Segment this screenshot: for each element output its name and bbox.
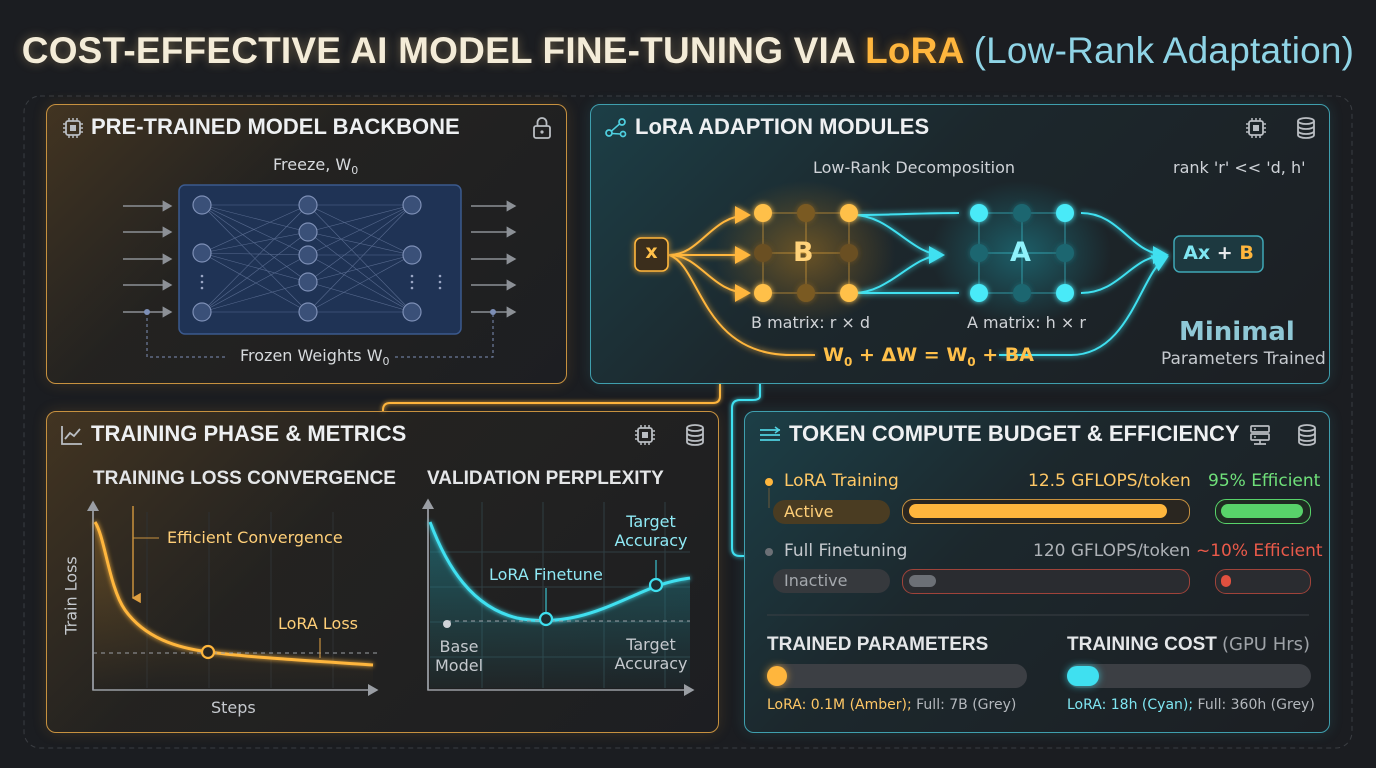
lora-modules-title: LoRA ADAPTION MODULES xyxy=(635,114,930,139)
loss-xlabel: Steps xyxy=(211,698,256,717)
lora-flow-diagram xyxy=(634,181,1264,356)
matrix-b-label: B xyxy=(793,237,814,268)
input-x: x xyxy=(645,241,658,263)
database-icon xyxy=(1298,424,1316,446)
row-lora-flops: 12.5 GFLOPS/token xyxy=(1028,471,1191,491)
title-main: COST-EFFECTIVE AI MODEL FINE-TUNING VIA xyxy=(21,30,855,71)
full-efficiency-bar xyxy=(1215,569,1311,594)
lora-finetune-marker xyxy=(538,611,554,627)
matrix-a-label: A xyxy=(1010,237,1031,268)
budget-panel: TOKEN COMPUTE BUDGET & EFFICIENCY LoRA T… xyxy=(744,411,1330,733)
training-cost-fill xyxy=(1067,666,1099,686)
trained-params-caption: LoRA: 0.1M (Amber); Full: 7B (Grey) xyxy=(767,697,1017,713)
budget-title: TOKEN COMPUTE BUDGET & EFFICIENCY xyxy=(789,421,1240,446)
trained-params-title: TRAINED PARAMETERS xyxy=(767,634,989,655)
database-icon xyxy=(1297,117,1315,139)
chip-icon xyxy=(63,118,83,138)
title-subtitle: (Low-Rank Adaptation) xyxy=(973,30,1355,71)
lora-usage-bar xyxy=(902,499,1190,524)
trend-icon xyxy=(61,426,82,445)
full-usage-fill xyxy=(909,575,936,587)
efficient-convergence-label: Efficient Convergence xyxy=(167,528,343,547)
loss-grid xyxy=(146,512,334,688)
minimal-subtitle: Parameters Trained xyxy=(1161,349,1326,369)
chip-icon xyxy=(635,425,655,445)
frozen-weights-label: Frozen Weights W0 xyxy=(240,346,390,369)
training-cost-bar xyxy=(1067,664,1311,688)
loss-marker xyxy=(200,644,216,660)
a-matrix-caption: A matrix: h × r xyxy=(967,313,1086,332)
target-accuracy-bottom-label: Target Accuracy xyxy=(614,635,688,673)
status-badge-inactive: Inactive xyxy=(773,569,890,593)
base-model-label: Base Model xyxy=(434,637,484,675)
status-badge-active: Active xyxy=(773,500,890,524)
training-cost-title: TRAINING COST (GPU Hrs) xyxy=(1067,634,1311,655)
page-title: COST-EFFECTIVE AI MODEL FINE-TUNING VIA … xyxy=(0,30,1376,72)
row-lora-efficiency: 95% Efficient xyxy=(1208,471,1321,491)
row-full-flops: 120 GFLOPS/token xyxy=(1033,541,1191,561)
full-usage-bar xyxy=(902,569,1190,594)
connector-lora-to-budget xyxy=(731,384,761,557)
target-accuracy-top-label: Target Accuracy xyxy=(614,512,688,550)
row-lora-name: LoRA Training xyxy=(784,471,899,491)
perplexity-curve xyxy=(428,521,691,623)
lora-efficiency-bar xyxy=(1215,499,1311,524)
row-full-efficiency: ~10% Efficient xyxy=(1196,541,1323,561)
minimal-title: Minimal xyxy=(1179,317,1295,347)
perplexity-chart-title: VALIDATION PERPLEXITY xyxy=(427,468,664,489)
frozen-network-diagram xyxy=(123,184,517,358)
output-ax-plus-b: Ax + B xyxy=(1183,242,1254,264)
decomposition-label: Low-Rank Decomposition xyxy=(813,158,1016,177)
lock-icon xyxy=(533,117,551,139)
loss-ylabel: Train Loss xyxy=(61,556,81,635)
connector-lora-to-training xyxy=(382,384,721,412)
backbone-title: PRE-TRAINED MODEL BACKBONE xyxy=(91,114,460,139)
b-matrix-caption: B matrix: r × d xyxy=(751,313,871,332)
training-cost-caption: LoRA: 18h (Cyan); Full: 360h (Grey) xyxy=(1067,697,1315,713)
server-icon xyxy=(1250,425,1270,445)
lora-efficiency-fill xyxy=(1221,504,1303,518)
lora-finetune-label: LoRA Finetune xyxy=(489,565,603,584)
loss-chart-title: TRAINING LOSS CONVERGENCE xyxy=(93,468,396,489)
freeze-label: Freeze, W0 xyxy=(273,155,359,178)
rank-label: rank 'r' << 'd, h' xyxy=(1173,158,1306,177)
training-title: TRAINING PHASE & METRICS xyxy=(91,421,407,446)
budget-guides xyxy=(765,478,1309,616)
backbone-panel: PRE-TRAINED MODEL BACKBONE Freeze, W0 xyxy=(46,104,567,384)
target-accuracy-marker xyxy=(648,577,664,593)
trained-params-bar xyxy=(767,664,1027,688)
outer-dashed-frame xyxy=(23,95,1353,749)
row-full-name: Full Finetuning xyxy=(784,541,908,561)
loss-curve xyxy=(93,521,374,667)
database-icon xyxy=(686,424,704,446)
lora-loss-label: LoRA Loss xyxy=(278,614,359,633)
title-lora: LoRA xyxy=(865,30,964,71)
full-efficiency-fill xyxy=(1221,575,1231,587)
lora-formula: W0 + ΔW = W0 + BA xyxy=(823,344,1034,369)
perplexity-grid xyxy=(430,502,690,688)
training-panel: TRAINING PHASE & METRICS TRAINING LOSS C… xyxy=(46,411,719,733)
base-model-marker xyxy=(443,620,451,628)
lora-modules-panel: LoRA ADAPTION MODULES Low-Rank Decomposi… xyxy=(590,104,1330,384)
training-charts xyxy=(87,498,695,696)
chip-icon xyxy=(1246,118,1266,138)
list-icon xyxy=(760,426,781,441)
trained-params-fill xyxy=(767,666,787,686)
nodes-icon xyxy=(605,118,627,138)
lora-usage-fill xyxy=(909,504,1167,518)
